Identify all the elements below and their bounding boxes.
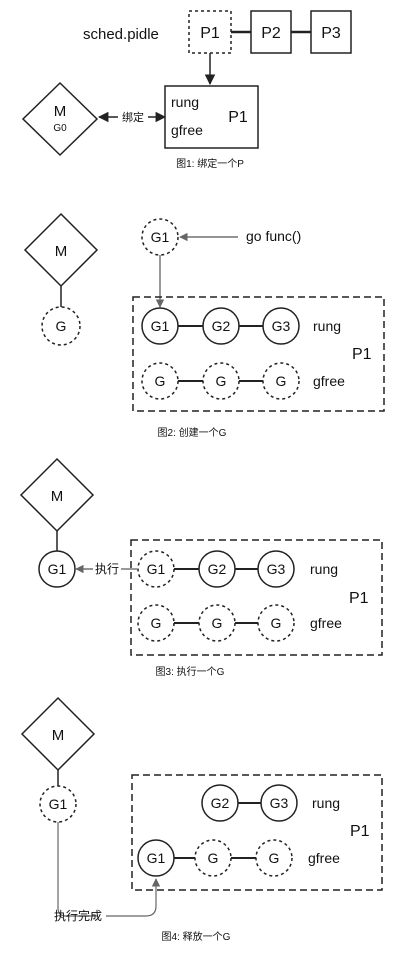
gfree-g-node-3 [255, 839, 293, 877]
gfree-g-node-3 [257, 604, 295, 642]
rung-label: rung [313, 318, 341, 334]
p1-label: P1 [352, 346, 372, 363]
gfree-g-node-1 [137, 604, 175, 642]
rung-g2-label: G2 [212, 318, 231, 334]
m-label: M [51, 488, 64, 505]
p1-label: P1 [349, 590, 369, 607]
gfree-label: gfree [313, 373, 345, 389]
gfree-g-node-2 [202, 362, 240, 400]
rung-g1-label: G1 [151, 318, 170, 334]
rung-g2-label: G2 [208, 561, 227, 577]
rung-g2-node [201, 784, 239, 822]
rung-g3-label: G3 [272, 318, 291, 334]
rung-g2-label: G2 [211, 795, 230, 811]
figure-1: sched.pidle P1 P2 P3 M G0 绑定 rung gfree … [21, 10, 352, 170]
m-label: M [55, 243, 68, 260]
p2-node-label: P2 [261, 25, 281, 42]
rung-label: rung [310, 561, 338, 577]
gfree-g-node-2 [198, 604, 236, 642]
done-arrow [106, 878, 161, 917]
fig1-caption: 图1: 绑定一个P [176, 157, 244, 170]
gfree-g-label-2: G [212, 615, 223, 631]
rung-g3-node [260, 784, 298, 822]
idle-g-node [41, 306, 81, 346]
gfree-g-label-3: G [276, 373, 287, 389]
new-g1-node [141, 218, 179, 256]
released-g1-node [39, 785, 77, 823]
gfree-g1-label: G1 [147, 850, 166, 866]
fig2-caption: 图2: 创建一个G [158, 426, 227, 439]
rung-g1-label: G1 [147, 561, 166, 577]
idle-g-label: G [56, 318, 67, 334]
g0-label: G0 [53, 123, 67, 134]
gfree-g-node-2 [194, 839, 232, 877]
rung-label: rung [312, 795, 340, 811]
done-label: 执行完成 [54, 908, 102, 923]
fig3-caption: 图3: 执行一个G [156, 665, 225, 678]
exec-label: 执行 [95, 562, 119, 576]
p1-box-gfree: gfree [171, 122, 203, 138]
p1-box [132, 296, 385, 412]
rung-g3-node [257, 550, 295, 588]
figure-2: M G G1 go func() G1 G2 G3 rung P1 G G G … [23, 212, 385, 439]
gfree-label: gfree [310, 615, 342, 631]
gfree-g-label-2: G [208, 850, 219, 866]
m-diamond [21, 81, 99, 157]
rung-g3-node [262, 307, 300, 345]
p1-box [130, 539, 383, 656]
new-g1-label: G1 [151, 229, 170, 245]
gfree-g-label-1: G [151, 615, 162, 631]
gfree-g-label-1: G [155, 373, 166, 389]
running-g1-node [38, 550, 76, 588]
p1-node-label: P1 [200, 25, 220, 42]
p1-label: P1 [350, 823, 370, 840]
rung-g1-node [141, 307, 179, 345]
rung-g3-label: G3 [267, 561, 286, 577]
m-label: M [52, 727, 65, 744]
p1-box [164, 85, 259, 149]
p1-box-rung: rung [171, 94, 199, 110]
go-func-label: go func() [246, 228, 301, 244]
p1-box-label: P1 [228, 109, 248, 126]
figure-4: M G1 执行完成 G2 G3 rung P1 G1 G G gfree 图4:… [20, 696, 383, 943]
fig4-caption: 图4: 释放一个G [162, 930, 231, 943]
rung-g2-node [202, 307, 240, 345]
rung-g1-node-dashed [137, 550, 175, 588]
figure-3: M G1 执行 G1 G2 G3 rung P1 G G G gfree 图3:… [19, 457, 383, 678]
gfree-g-node-3 [262, 362, 300, 400]
m-label: M [54, 103, 67, 120]
p1-node-dashed [188, 10, 232, 54]
released-g1-label: G1 [49, 796, 68, 812]
gfree-label: gfree [308, 850, 340, 866]
gfree-g-label-3: G [271, 615, 282, 631]
done-connector [57, 822, 98, 917]
gfree-g1-node [137, 839, 175, 877]
running-g1-label: G1 [48, 561, 67, 577]
rung-g2-node [198, 550, 236, 588]
gfree-g-label-3: G [269, 850, 280, 866]
sched-pidle-label: sched.pidle [83, 26, 159, 43]
p2-node [250, 10, 292, 54]
bind-label: 绑定 [122, 110, 144, 124]
p1-box [131, 774, 383, 891]
gfree-g-label-2: G [216, 373, 227, 389]
p3-node [310, 10, 352, 54]
rung-g3-label: G3 [270, 795, 289, 811]
gfree-g-node-1 [141, 362, 179, 400]
p3-node-label: P3 [321, 25, 341, 42]
